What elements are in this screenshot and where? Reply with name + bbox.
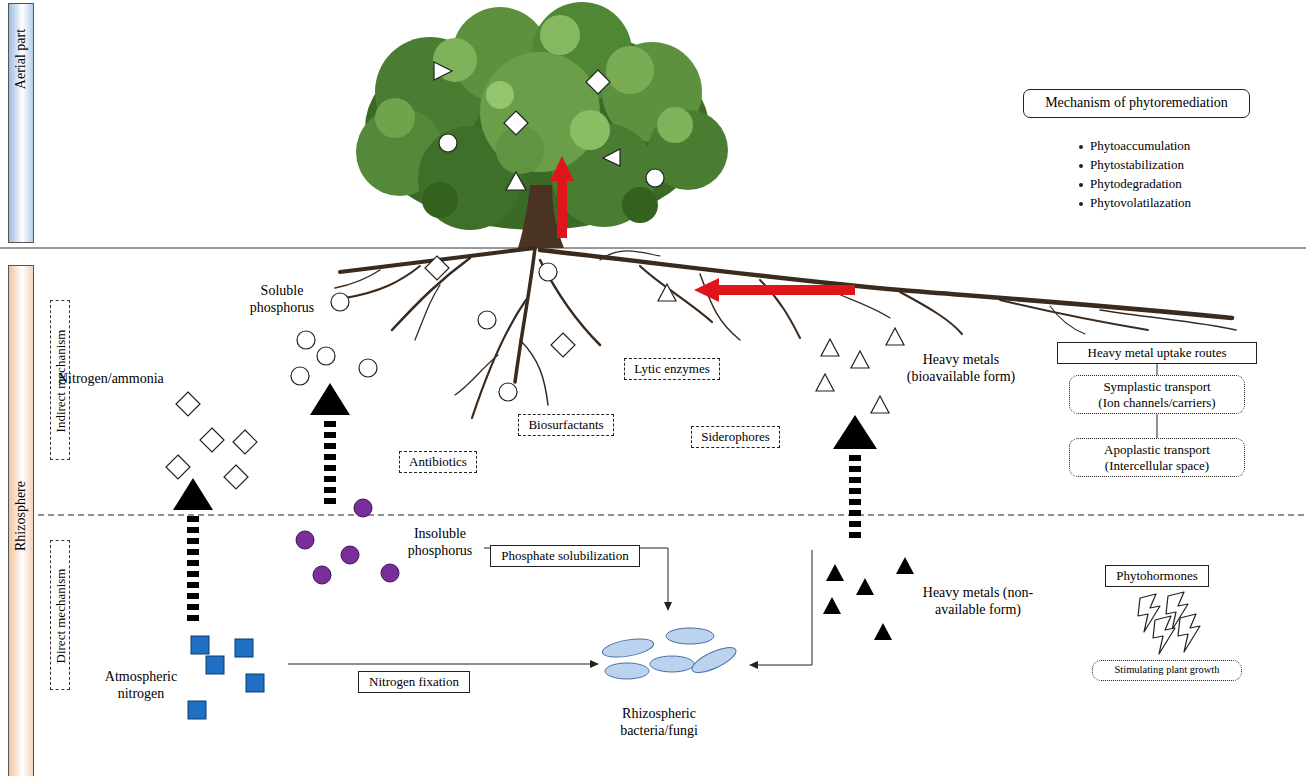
effect-box: Stimulating plant growth [1092, 660, 1242, 681]
box-subtext: (Ion channels/carriers) [1080, 395, 1234, 411]
process-box: Nitrogen fixation [358, 671, 470, 693]
heavy-metal-symbols [823, 557, 914, 640]
bullet-dot [1079, 202, 1083, 206]
box-text: Lytic enzymes [633, 361, 711, 377]
mechanism-band: Direct mechanism [50, 540, 70, 690]
box-text: Mechanism of phytoremediation [1038, 95, 1235, 112]
route-box: Symplastic transport(Ion channels/carrie… [1069, 375, 1245, 414]
box-subtext: (Intercellular space) [1080, 458, 1234, 474]
process-box: Phytohormones [1105, 565, 1209, 587]
zone-band: Rhizosphere [8, 265, 34, 776]
nutrient-label: Insoluble phosphorus [400, 526, 480, 560]
box-text: Symplastic transport [1080, 379, 1234, 395]
transform-arrow [173, 383, 877, 621]
heading-box: Mechanism of phytoremediation [1023, 89, 1250, 118]
bullet-item: Phytostabilization [1090, 157, 1184, 173]
lightning-icon [1138, 592, 1200, 654]
box-text: Nitrogen fixation [368, 674, 460, 690]
box-text: Heavy metal uptake routes [1067, 345, 1247, 361]
agent-box: Biosurfactants [518, 414, 614, 436]
box-text: Phosphate solubilization [500, 548, 630, 564]
bullet-dot [1079, 164, 1083, 168]
nutrient-label: Atmospheric nitrogen [98, 669, 184, 703]
insoluble-phosphorus [296, 499, 399, 584]
bullet-item: Phytoaccumulation [1090, 138, 1190, 154]
bullet-dot [1079, 183, 1083, 187]
process-box: Heavy metal uptake routes [1057, 342, 1257, 364]
process-box: Phosphate solubilization [490, 545, 640, 567]
box-text: Biosurfactants [527, 417, 605, 433]
microbe-label: Rhizospheric bacteria/fungi [610, 706, 708, 740]
arrowhead [590, 602, 758, 669]
box-text: Phytohormones [1115, 568, 1199, 584]
zone-divider [38, 514, 1306, 515]
bullet-dot [1079, 145, 1083, 149]
uptake-arrow [550, 156, 855, 302]
route-box: Apoplastic transport(Intercellular space… [1069, 438, 1245, 477]
nutrient-label: Soluble phosphorus [243, 283, 321, 317]
connector [1157, 364, 1158, 375]
box-text: Aerial part [14, 29, 28, 89]
zone-divider [0, 248, 1306, 249]
agent-box: Siderophores [691, 426, 780, 448]
box-text: Rhizosphere [14, 481, 28, 551]
box-text: Antibiotics [408, 454, 468, 470]
box-text: Direct mechanism [54, 569, 67, 664]
atmospheric-nitrogen [188, 636, 264, 719]
box-text: Stimulating plant growth [1103, 664, 1231, 677]
bullet-item: Phytodegradation [1090, 176, 1182, 192]
connector-line [1157, 364, 1158, 375]
bacteria [601, 628, 739, 679]
zone-band: Aerial part [8, 3, 34, 243]
connector-line [1157, 414, 1158, 438]
connector [1157, 414, 1158, 438]
nutrient-label: Nitrogen/ammonia [58, 371, 164, 388]
metal-label: Heavy metals (bioavailable form) [898, 352, 1024, 386]
nutrient-symbols [166, 62, 904, 489]
agent-box: Lytic enzymes [624, 358, 720, 380]
bullet-item: Phytovolatilazation [1090, 195, 1191, 211]
box-text: Siderophores [700, 429, 771, 445]
box-text: Apoplastic transport [1080, 442, 1234, 458]
metal-label: Heavy metals (non-available form) [915, 585, 1041, 619]
agent-box: Antibiotics [399, 451, 477, 473]
